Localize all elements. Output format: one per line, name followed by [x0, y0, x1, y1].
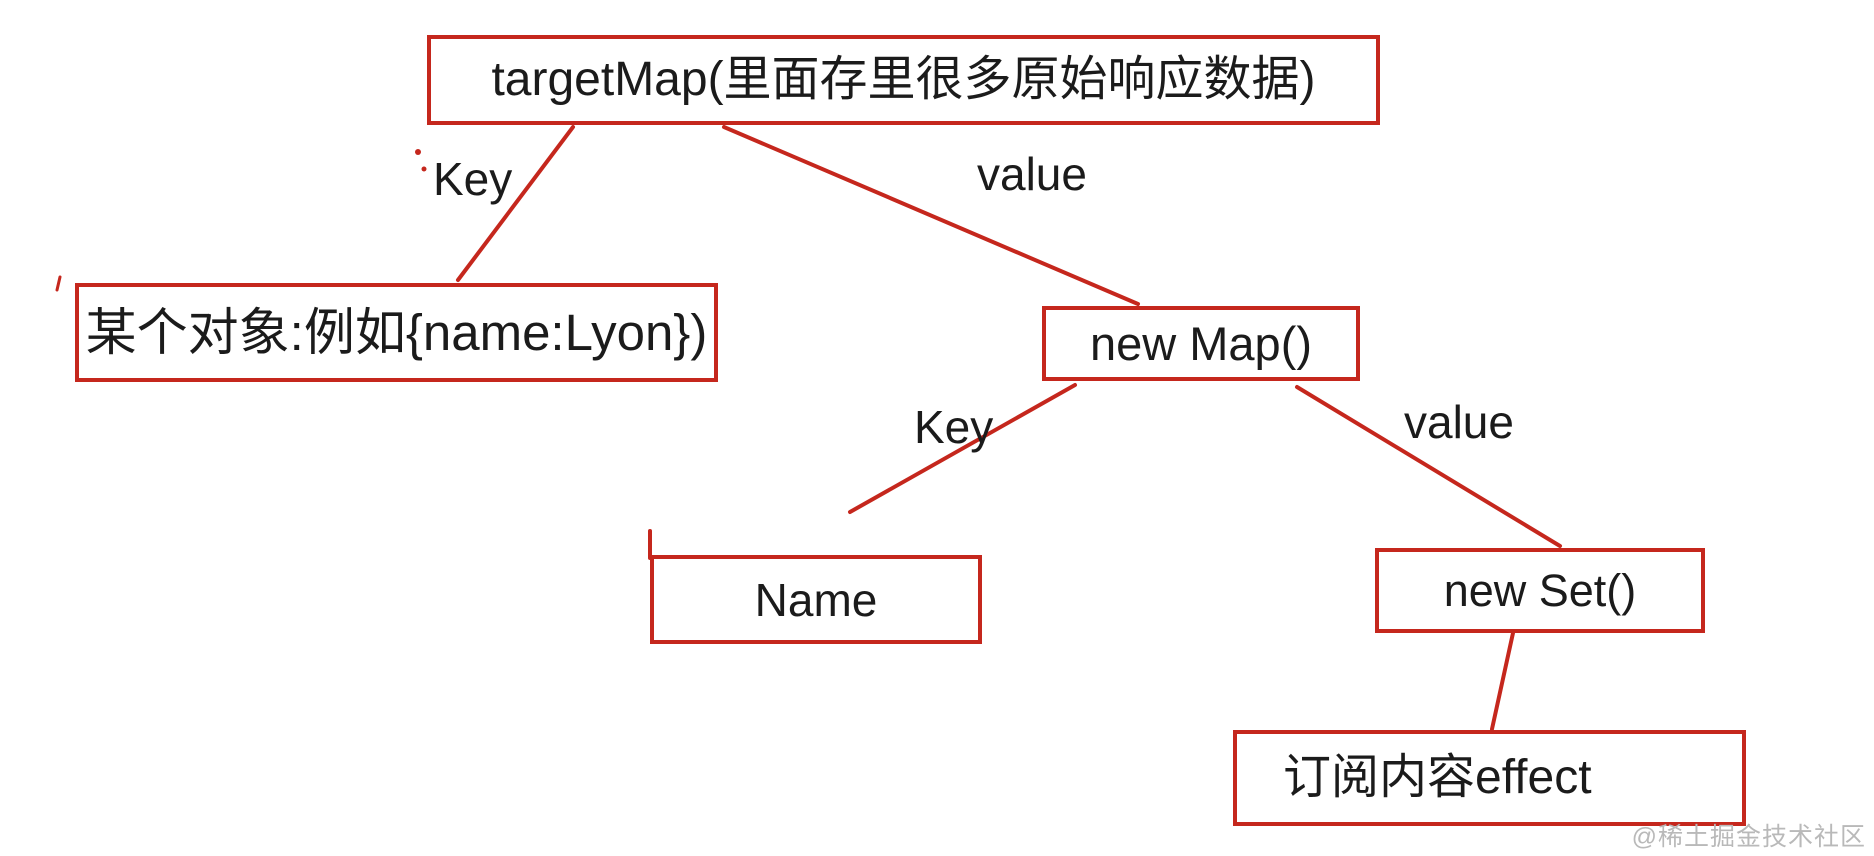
stray-dot	[415, 149, 421, 155]
node-some-object: 某个对象:例如{name:Lyon})	[75, 283, 718, 382]
node-name: Name	[650, 555, 982, 644]
node-new-set-label: new Set()	[1443, 565, 1637, 616]
node-name-label: Name	[754, 573, 878, 626]
node-new-map-label: new Map()	[1089, 317, 1312, 370]
stray-dot	[421, 166, 427, 172]
edge-label-key-mid: Key	[914, 401, 994, 453]
edge-label-key-top: Key	[433, 153, 513, 205]
node-targetmap-label: targetMap(里面存里很多原始响应数据)	[491, 53, 1316, 106]
node-effect: 订阅内容effect	[1233, 730, 1746, 826]
node-effect-label: 订阅内容effect	[1283, 751, 1592, 804]
watermark: @稀土掘金技术社区	[1631, 823, 1866, 851]
edge-newset-effect	[1490, 631, 1515, 731]
node-new-set: new Set()	[1375, 548, 1705, 633]
node-targetmap: targetMap(里面存里很多原始响应数据)	[427, 35, 1380, 125]
edge-label-value-top: value	[977, 148, 1087, 200]
node-new-map: new Map()	[1042, 306, 1360, 381]
edge-label-value-mid: value	[1404, 396, 1514, 448]
stray-tick	[55, 275, 62, 292]
node-some-object-label: 某个对象:例如{name:Lyon})	[85, 304, 708, 361]
